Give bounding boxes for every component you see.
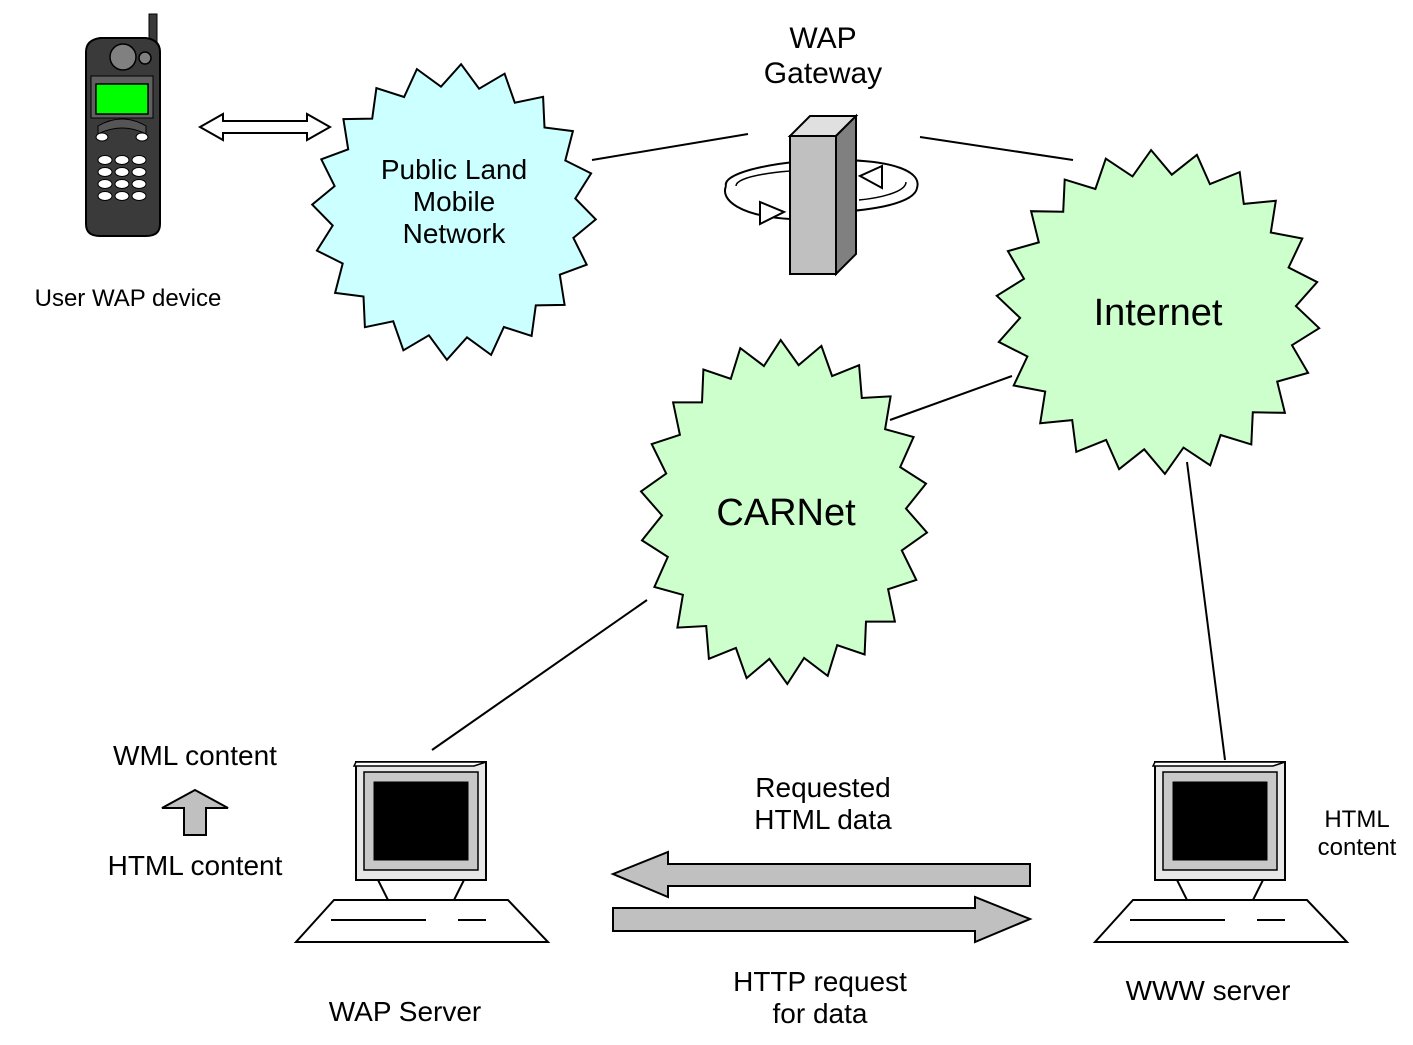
mobile-phone-icon <box>85 13 161 237</box>
link-internet-www-server <box>1186 461 1226 761</box>
carnet-label: CARNet <box>716 492 856 534</box>
http-request-label: HTTP request for data <box>700 966 940 1030</box>
link-plmn-gateway <box>591 133 749 161</box>
html-content-label: HTML content <box>107 850 283 881</box>
phone-key <box>97 179 113 189</box>
computer-terminal-icon <box>293 761 551 943</box>
html-content-server-line: HTML <box>1324 806 1390 833</box>
link-gateway-internet <box>919 136 1074 161</box>
phone-key <box>131 155 147 165</box>
requested-html-data-line: HTML data <box>754 804 892 836</box>
wap-server-label: WAP Server <box>328 996 482 1027</box>
request-arrow-right <box>612 895 1033 944</box>
link-carnet-wap-server <box>431 599 648 751</box>
phone-key <box>97 155 113 165</box>
phone-key <box>114 167 130 177</box>
phone-key <box>97 191 113 201</box>
internet-label: Internet <box>1093 292 1223 334</box>
http-request-line: for data <box>772 998 868 1030</box>
phone-key <box>114 155 130 165</box>
connection-lines <box>431 133 1226 761</box>
www-server-label: WWW server <box>1125 975 1291 1006</box>
gateway-tower-icon <box>723 113 919 277</box>
plmn-label-line: Public Land <box>380 154 528 185</box>
link-carnet-internet <box>889 375 1013 421</box>
wap-gateway-label-line: WAP <box>789 22 857 55</box>
requested-html-data-label: Requested HTML data <box>718 772 928 836</box>
phone-key <box>131 191 147 201</box>
internet-cloud <box>995 148 1321 476</box>
http-request-line: HTTP request <box>733 966 907 997</box>
wap-gateway-label-line: Gateway <box>763 56 883 90</box>
content-conversion-arrow <box>161 788 229 836</box>
phone-key <box>114 179 130 189</box>
requested-html-data-line: Requested <box>755 772 891 803</box>
response-arrow-left <box>610 850 1031 899</box>
html-content-server-line: content <box>1317 833 1397 861</box>
plmn-label-line: Mobile <box>412 186 496 218</box>
plmn-cloud <box>310 62 598 362</box>
phone-key <box>131 179 147 189</box>
user-device-label: User WAP device <box>34 285 222 312</box>
carnet-cloud <box>639 338 929 686</box>
phone-key <box>114 191 130 201</box>
plmn-label: Public Land Mobile Network <box>344 154 564 251</box>
html-content-server-label: HTML content <box>1303 806 1411 861</box>
computer-terminal-icon <box>1092 761 1350 943</box>
phone-plmn-link-arrow <box>197 112 333 142</box>
wap-gateway-label: WAP Gateway <box>738 22 908 91</box>
phone-key <box>97 167 113 177</box>
plmn-label-line: Network <box>402 218 506 250</box>
wml-content-label: WML content <box>113 740 277 771</box>
phone-key <box>131 167 147 177</box>
